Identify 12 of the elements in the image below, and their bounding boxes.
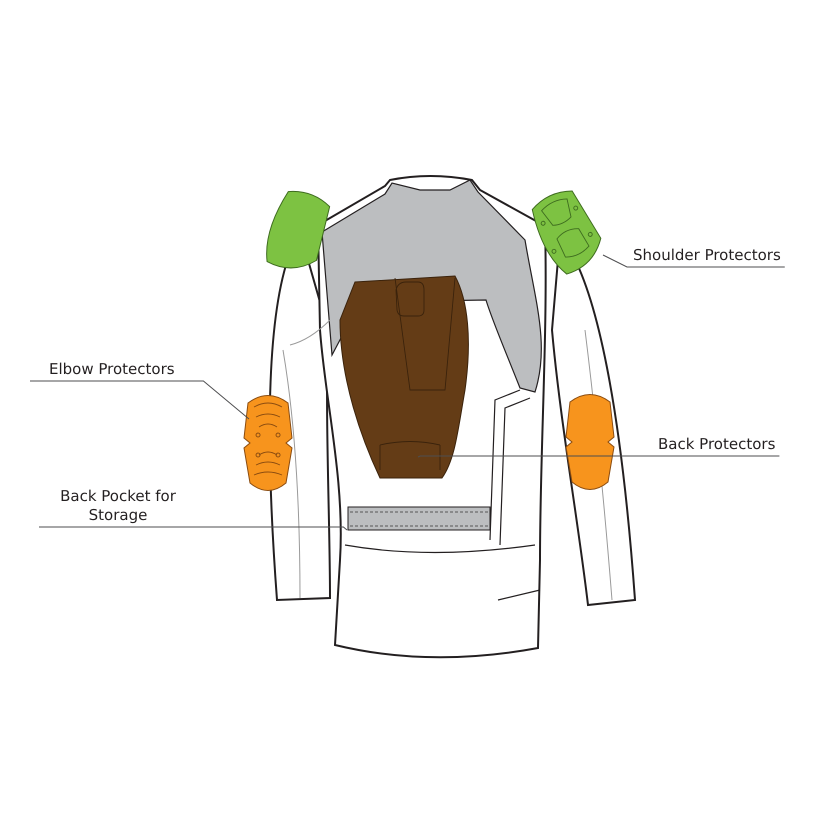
back-pocket — [348, 506, 490, 530]
leader-line — [38, 526, 348, 530]
shoulder-protector — [532, 190, 602, 275]
leader-line — [30, 380, 250, 420]
leader-line — [602, 254, 786, 268]
elbow-protector — [244, 395, 292, 491]
callout-label: Elbow Protectors — [49, 360, 175, 379]
callout-label: Shoulder Protectors — [633, 246, 781, 265]
callout-label: Back Pocket for Storage — [58, 487, 178, 525]
leader-line — [418, 456, 780, 458]
callout-label: Back Protectors — [658, 435, 776, 454]
back-protector — [340, 276, 469, 478]
